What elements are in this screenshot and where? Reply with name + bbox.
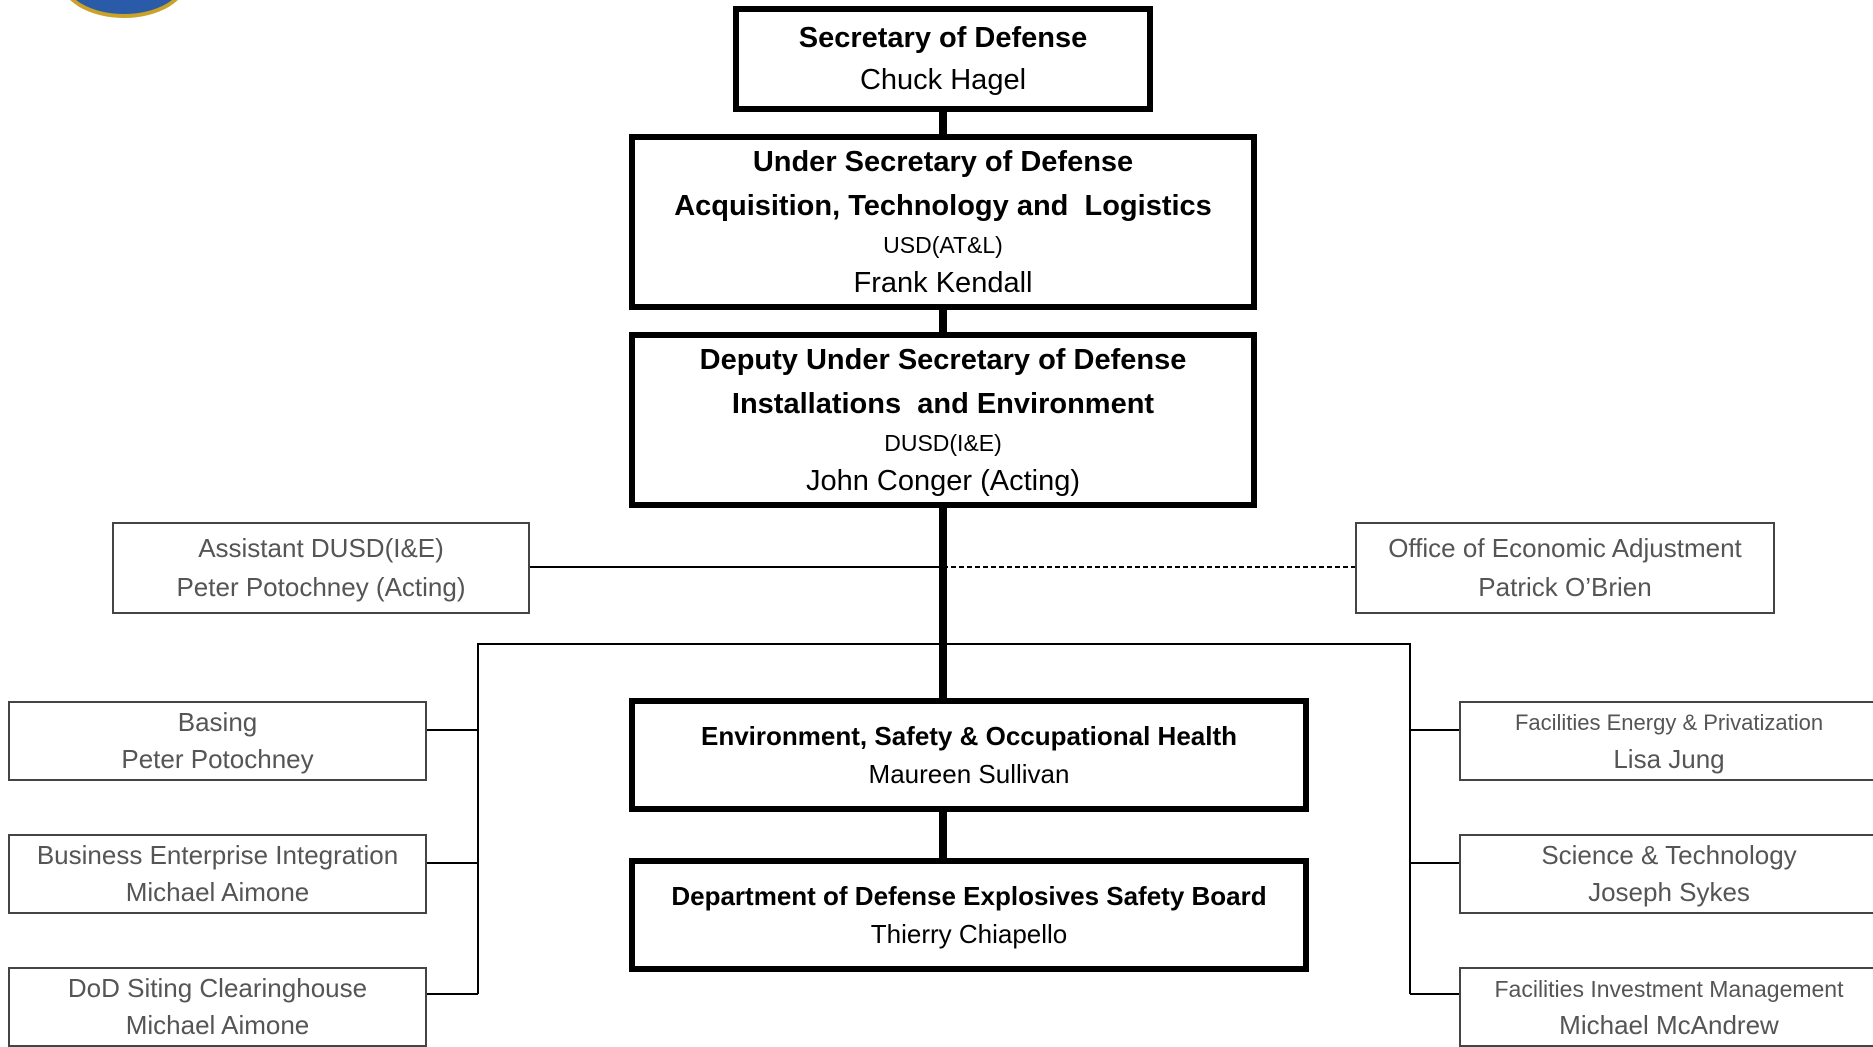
- secretary-of-defense-box: Secretary of Defense Chuck Hagel: [733, 6, 1153, 112]
- fim-title: Facilities Investment Management: [1494, 976, 1844, 1002]
- esoh-title: Environment, Safety & Occupational Healt…: [701, 721, 1237, 751]
- snt-title: Science & Technology: [1541, 840, 1797, 870]
- oea-title: Office of Economic Adjustment: [1388, 533, 1742, 563]
- assistant-name: Peter Potochney (Acting): [176, 572, 466, 602]
- assistant-dusd-box: Assistant DUSD(I&E) Peter Potochney (Act…: [112, 522, 530, 614]
- under-secretary-box: Under Secretary of Defense Acquisition, …: [629, 134, 1257, 310]
- science-technology-box: Science & Technology Joseph Sykes: [1459, 834, 1873, 914]
- bei-name: Michael Aimone: [125, 877, 310, 907]
- ddesb-title: Department of Defense Explosives Safety …: [671, 881, 1267, 911]
- office-of-economic-adjustment-box: Office of Economic Adjustment Patrick O’…: [1355, 522, 1775, 614]
- deputy-under-secretary-box: Deputy Under Secretary of Defense Instal…: [629, 332, 1257, 508]
- fim-name: Michael McAndrew: [1559, 1010, 1779, 1040]
- assistant-title: Assistant DUSD(I&E): [198, 533, 444, 563]
- basing-name: Peter Potochney: [121, 744, 314, 774]
- dusd-abbr: DUSD(I&E): [884, 430, 1002, 456]
- fep-title: Facilities Energy & Privatization: [1514, 710, 1824, 735]
- basing-title: Basing: [177, 707, 258, 737]
- dusd-name: John Conger (Acting): [805, 465, 1081, 497]
- business-enterprise-integration-box: Business Enterprise Integration Michael …: [8, 834, 427, 914]
- ddesb-name: Thierry Chiapello: [870, 919, 1068, 949]
- dusd-title-line1: Deputy Under Secretary of Defense: [699, 344, 1187, 376]
- explosives-safety-board-box: Department of Defense Explosives Safety …: [629, 858, 1309, 972]
- secdef-title: Secretary of Defense: [798, 22, 1088, 54]
- oea-name: Patrick O’Brien: [1478, 572, 1652, 602]
- usd-title-line1: Under Secretary of Defense: [752, 146, 1134, 178]
- dusd-title-line2: Installations and Environment: [731, 388, 1155, 420]
- snt-name: Joseph Sykes: [1588, 877, 1750, 907]
- bei-title: Business Enterprise Integration: [36, 840, 399, 870]
- connector-branch-bar: [477, 643, 1411, 994]
- esoh-name: Maureen Sullivan: [868, 759, 1070, 789]
- esoh-box: Environment, Safety & Occupational Healt…: [629, 698, 1309, 812]
- dod-siting-clearinghouse-box: DoD Siting Clearinghouse Michael Aimone: [8, 967, 427, 1047]
- facilities-investment-management-box: Facilities Investment Management Michael…: [1459, 967, 1873, 1047]
- secdef-name: Chuck Hagel: [859, 64, 1027, 96]
- fep-name: Lisa Jung: [1613, 744, 1725, 774]
- usd-name: Frank Kendall: [853, 267, 1033, 299]
- siting-name: Michael Aimone: [125, 1010, 310, 1040]
- basing-box: Basing Peter Potochney: [8, 701, 427, 781]
- facilities-energy-privatization-box: Facilities Energy & Privatization Lisa J…: [1459, 701, 1873, 781]
- usd-title-line2: Acquisition, Technology and Logistics: [674, 190, 1212, 222]
- usd-abbr: USD(AT&L): [883, 232, 1003, 258]
- siting-title: DoD Siting Clearinghouse: [67, 973, 368, 1003]
